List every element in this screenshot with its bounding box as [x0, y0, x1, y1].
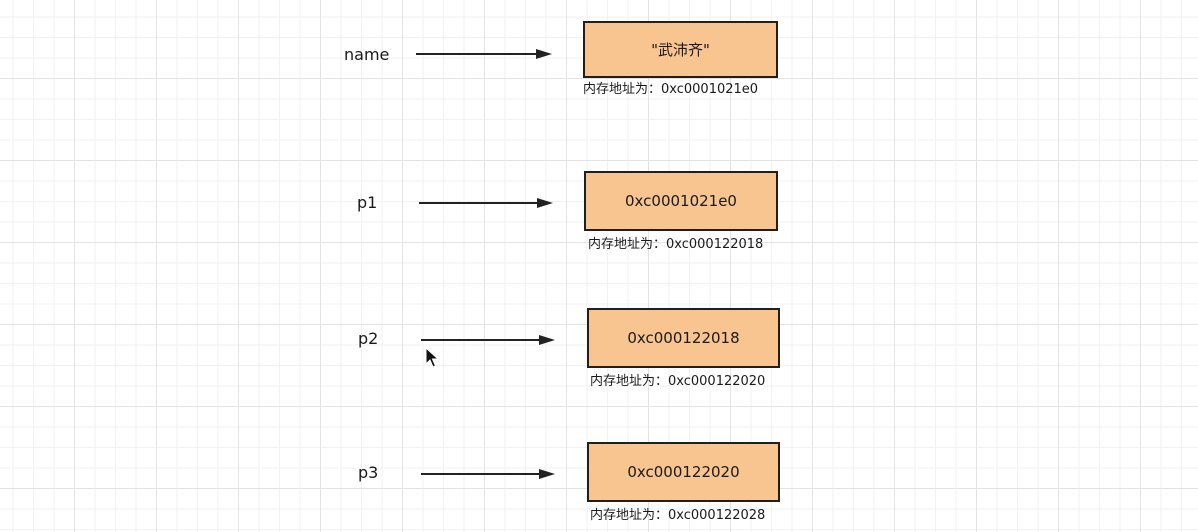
- value-text-p2: 0xc000122018: [627, 329, 740, 347]
- mouse-pointer-icon: [425, 347, 439, 368]
- arrow-p1: [419, 198, 553, 208]
- arrow-p3: [421, 469, 555, 479]
- address-label-p2: 内存地址为：0xc000122020: [590, 374, 766, 389]
- arrow-p2: [421, 335, 555, 345]
- variable-label-p3: p3: [358, 463, 379, 482]
- value-box-name: "武沛齐": [583, 21, 778, 78]
- address-label-p1: 内存地址为：0xc000122018: [588, 237, 764, 252]
- value-box-p3: 0xc000122020: [587, 442, 780, 502]
- address-label-p3: 内存地址为：0xc000122028: [590, 508, 766, 523]
- value-box-p2: 0xc000122018: [587, 308, 780, 368]
- address-label-name: 内存地址为：0xc0001021e0: [583, 82, 759, 97]
- value-box-p1: 0xc0001021e0: [584, 171, 778, 231]
- value-text-p3: 0xc000122020: [627, 463, 740, 481]
- value-text-p1: 0xc0001021e0: [625, 192, 737, 210]
- variable-label-name: name: [344, 45, 390, 64]
- variable-label-p1: p1: [357, 193, 378, 212]
- value-text-name: "武沛齐": [651, 41, 710, 59]
- variable-label-p2: p2: [358, 329, 379, 348]
- arrow-name: [416, 49, 552, 59]
